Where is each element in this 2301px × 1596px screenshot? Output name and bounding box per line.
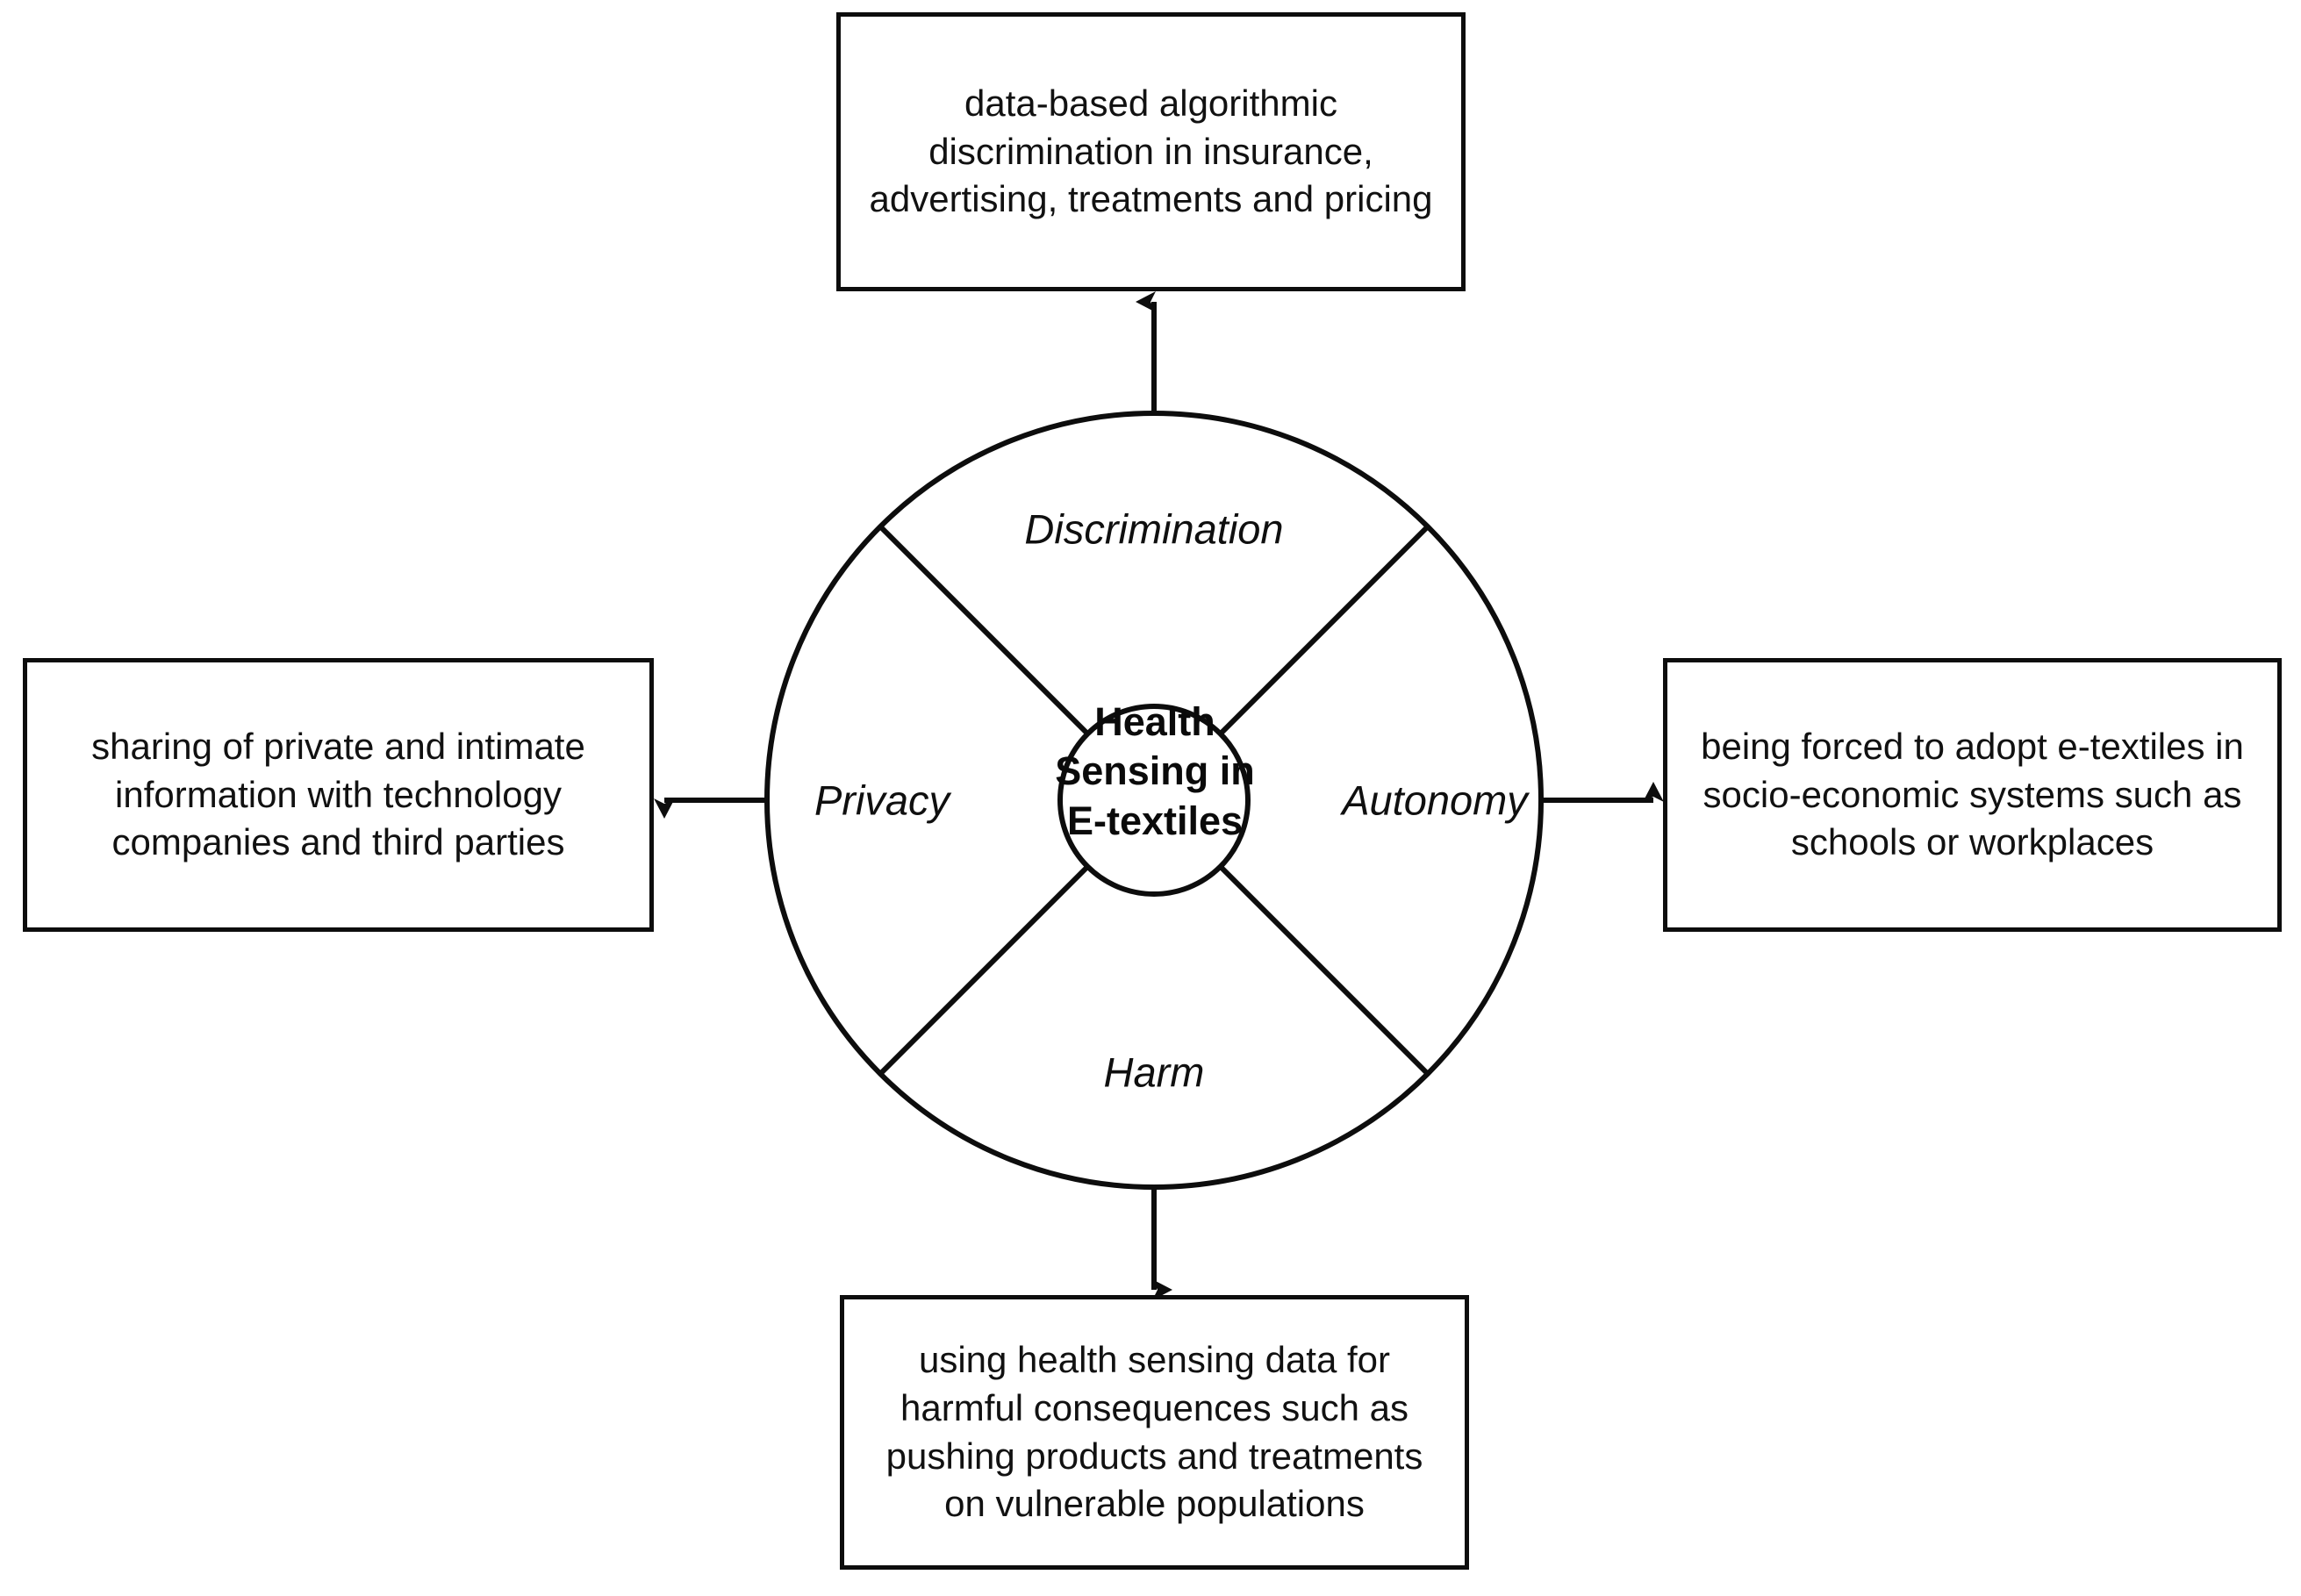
ring-label-privacy: Privacy (814, 777, 950, 824)
ring-label-harm: Harm (1103, 1048, 1205, 1096)
spoke-lower-right (1218, 864, 1430, 1077)
ring-label-discrimination: Discrimination (1024, 505, 1284, 553)
callout-text-autonomy: being forced to adopt e-textiles in soci… (1701, 726, 2244, 863)
callout-text-discrimination: data-based algorithmic discrimination in… (869, 82, 1433, 220)
callout-text-harm: using health sensing data for harmful co… (885, 1339, 1423, 1525)
callout-box-privacy: sharing of private and intimate informat… (23, 658, 654, 932)
hub-label-line-2: Sensing in (1055, 748, 1255, 794)
hub-label: Health Sensing in E-textiles (1006, 698, 1304, 846)
hub-label-line-1: Health (1094, 699, 1215, 744)
ring-label-autonomy: Autonomy (1342, 777, 1528, 824)
callout-box-discrimination: data-based algorithmic discrimination in… (836, 12, 1466, 291)
callout-text-privacy: sharing of private and intimate informat… (91, 726, 585, 863)
hub-label-line-3: E-textiles (1066, 798, 1244, 843)
callout-box-autonomy: being forced to adopt e-textiles in soci… (1663, 658, 2282, 932)
spoke-lower-left (878, 864, 1090, 1077)
callout-box-harm: using health sensing data for harmful co… (840, 1295, 1469, 1570)
